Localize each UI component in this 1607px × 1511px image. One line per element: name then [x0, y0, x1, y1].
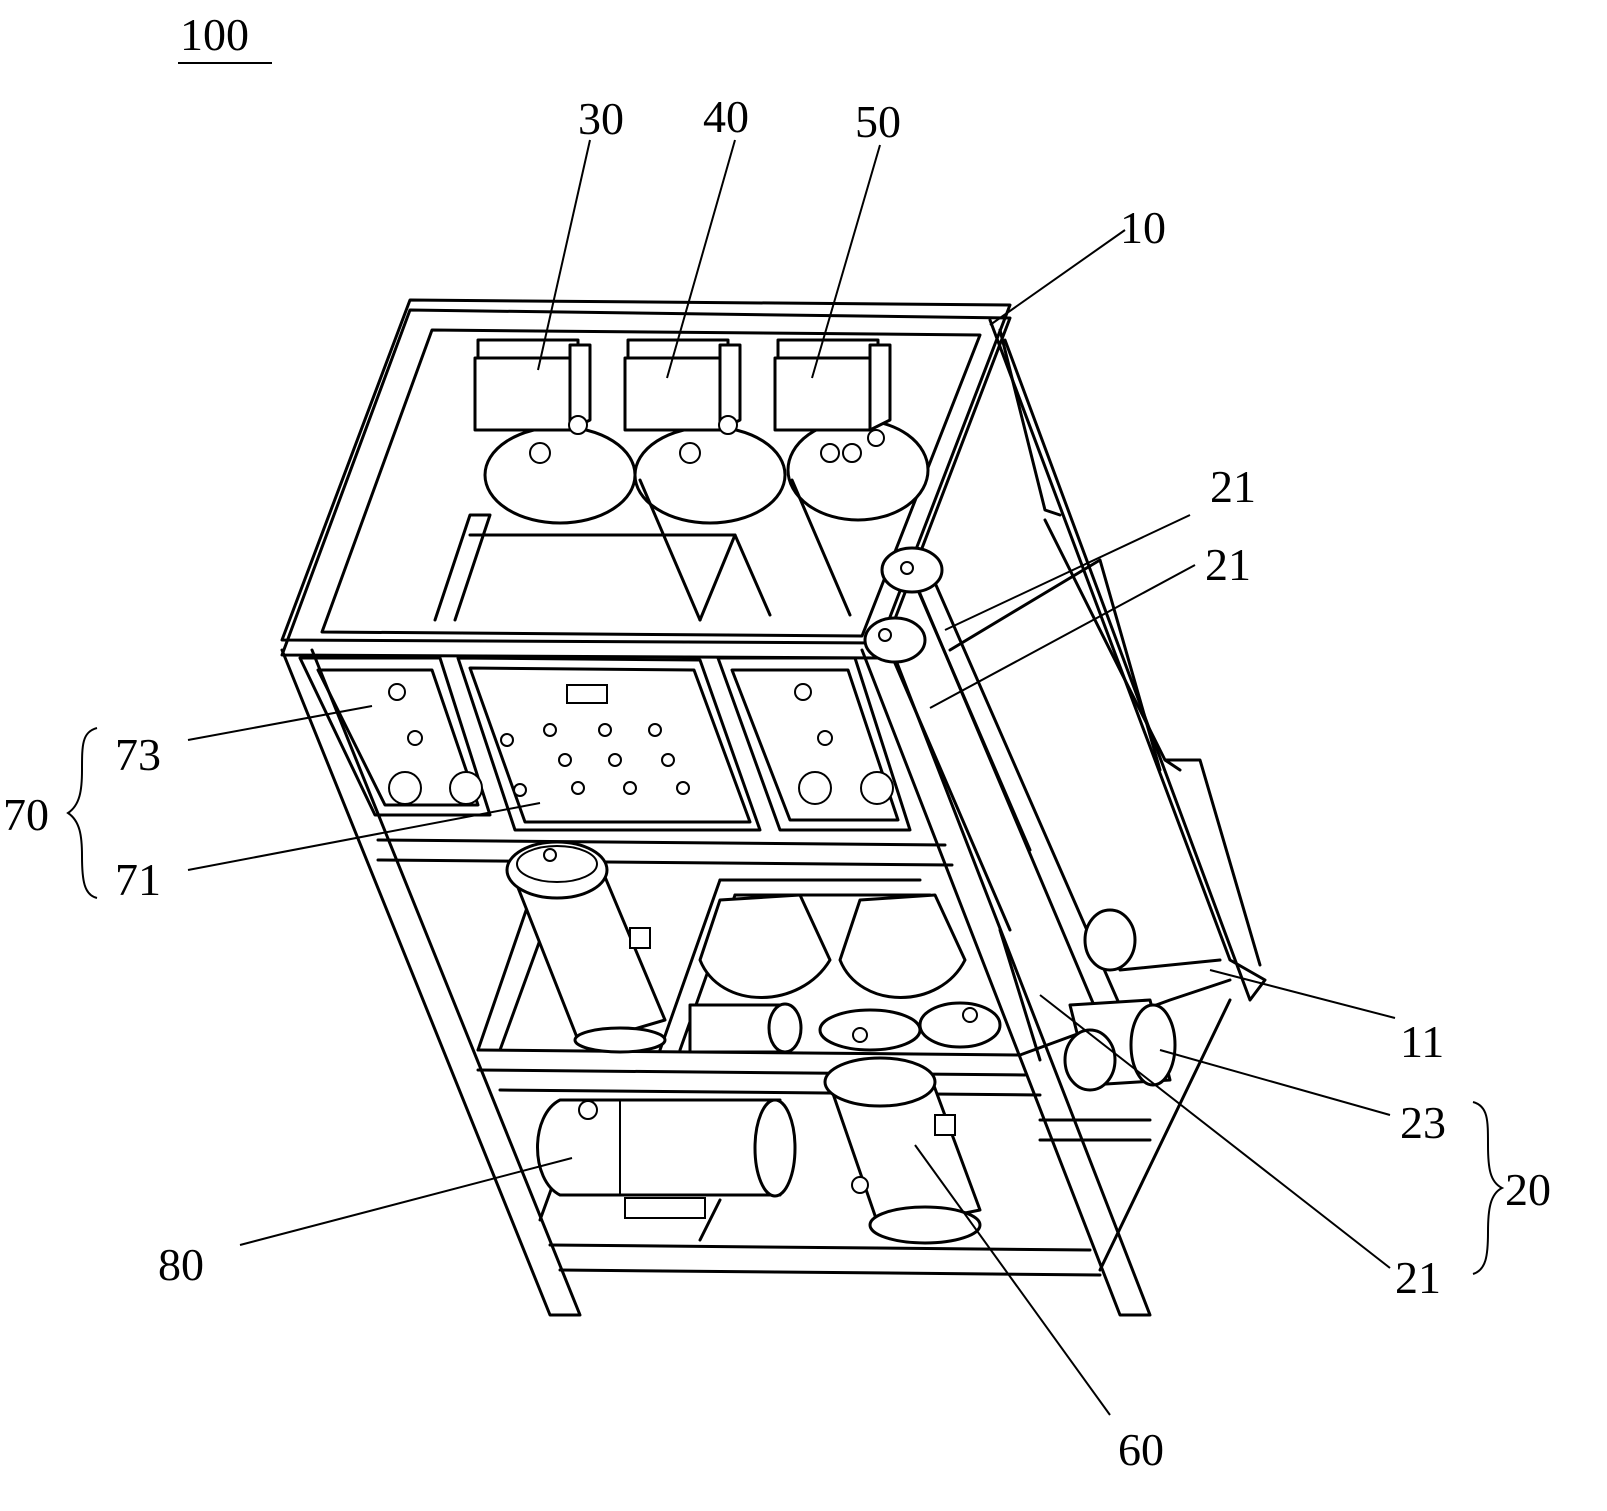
- callout-60: 60: [1118, 1424, 1164, 1475]
- side-panel-left: [298, 656, 492, 817]
- callout-73: 73: [115, 729, 161, 780]
- control-valve-50: [773, 338, 892, 463]
- pump-80: [536, 1098, 797, 1219]
- callout-21-c: 21: [1395, 1252, 1441, 1303]
- callout-10: 10: [1120, 202, 1166, 253]
- brace-20: [1472, 1101, 1505, 1275]
- callout-80: 80: [158, 1239, 204, 1290]
- callout-23: 23: [1400, 1097, 1446, 1148]
- control-valve-30: [473, 338, 592, 464]
- callout-labels: 30 40 50 10 21 21 73 70 71 11 23 20 21 8…: [3, 91, 1551, 1475]
- membrane-housing-right: [1063, 908, 1177, 1092]
- callout-40: 40: [703, 91, 749, 142]
- control-valve-40: [623, 338, 742, 464]
- pre-filter-housing: [505, 840, 667, 1054]
- callout-21-a: 21: [1210, 461, 1256, 512]
- main-control-panel: [456, 656, 762, 832]
- callout-21-b: 21: [1205, 539, 1251, 590]
- membrane-housing-upper: [880, 546, 1032, 852]
- leader-lines: [187, 139, 1396, 1416]
- callout-70: 70: [3, 789, 49, 840]
- softener-tank-30: [483, 425, 637, 525]
- assembly-label: 100: [180, 9, 249, 60]
- softener-tank-40: [633, 425, 787, 622]
- side-panel-right: [716, 656, 912, 832]
- callout-50: 50: [855, 96, 901, 147]
- middle-vessels: [688, 893, 1002, 1054]
- callout-11: 11: [1400, 1016, 1444, 1067]
- callout-71: 71: [115, 854, 161, 905]
- callout-30: 30: [578, 93, 624, 144]
- membrane-housing-lower: [863, 616, 1012, 932]
- brace-70: [66, 727, 98, 899]
- callout-20: 20: [1505, 1164, 1551, 1215]
- machine-drawing: [280, 298, 1267, 1317]
- filter-housing-60: [823, 1056, 982, 1245]
